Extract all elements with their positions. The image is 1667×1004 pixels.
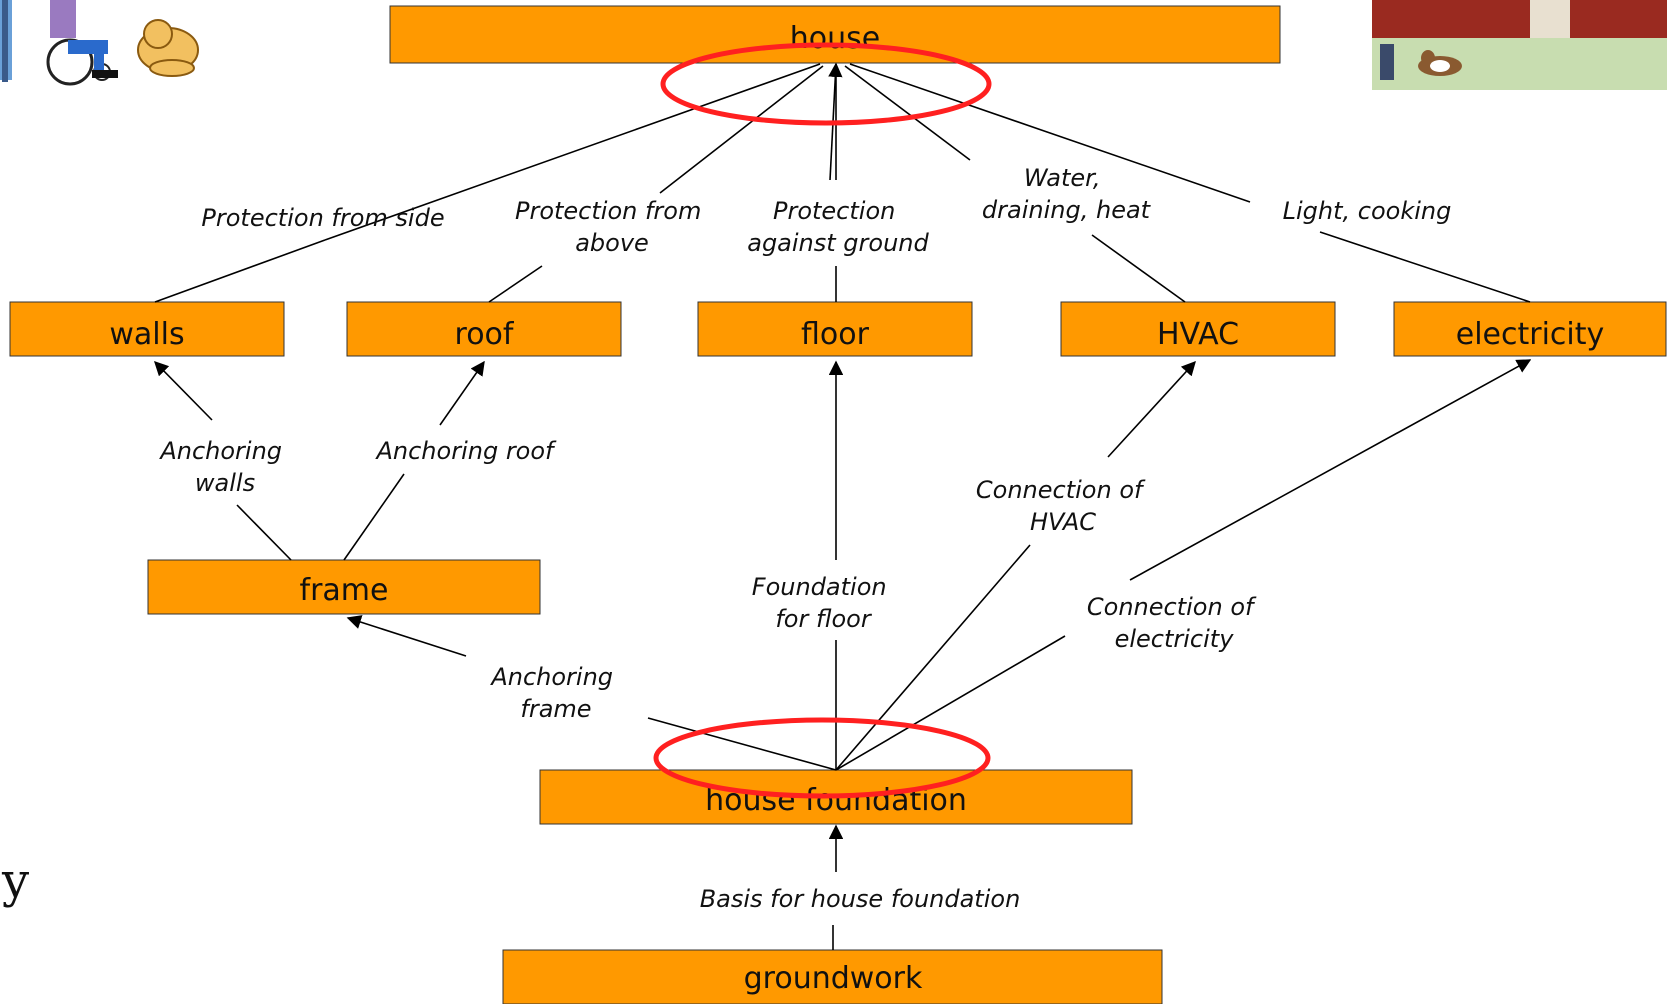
node-electricity: electricity xyxy=(1393,301,1667,357)
label-anchoring-walls: Anchoring walls xyxy=(158,437,289,497)
edge-line-lower xyxy=(835,544,1031,771)
label-connection-of-electricity: Connection of electricity xyxy=(1087,593,1261,653)
edge-line-lower xyxy=(835,635,1066,771)
edge-arrow xyxy=(153,360,213,421)
edge-line-lower xyxy=(343,473,405,561)
node-groundwork: groundwork xyxy=(502,949,1163,1004)
edge-line-lower xyxy=(1091,234,1186,303)
highlight-ellipse-top xyxy=(660,42,992,126)
node-floor: floor xyxy=(697,301,973,357)
edge-line-lower xyxy=(647,717,837,771)
label-protection-from-side: Protection from side xyxy=(201,204,444,232)
highlight-ellipse-bottom xyxy=(653,717,991,799)
edge-protection-from-above xyxy=(488,65,824,303)
edge-connection-of-electricity xyxy=(835,359,1532,771)
edge-light-cooking xyxy=(849,63,1531,303)
edge-basis-for-house-foundation xyxy=(828,824,844,950)
label-foundation-for-floor: Foundation for floor xyxy=(752,573,894,633)
node-groundwork-label: groundwork xyxy=(744,961,923,996)
edge-line-lower xyxy=(1319,231,1531,303)
node-walls-label: walls xyxy=(109,317,184,352)
label-connection-of-hvac: Connection of HVAC xyxy=(976,476,1150,536)
node-frame: frame xyxy=(147,559,541,615)
node-floor-label: floor xyxy=(801,317,870,352)
label-water-draining-heat: Water, draining, heat xyxy=(982,164,1152,224)
edge-anchoring-frame xyxy=(346,615,837,771)
node-frame-label: frame xyxy=(300,573,389,608)
label-light-cooking: Light, cooking xyxy=(1283,197,1452,225)
edge-connection-of-hvac xyxy=(835,360,1196,771)
node-roof: roof xyxy=(346,301,622,357)
edge-arrow xyxy=(1129,359,1532,581)
edge-anchoring-walls xyxy=(153,360,292,561)
label-basis-for-house-foundation: Basis for house foundation xyxy=(700,885,1021,913)
edge-line-lower xyxy=(154,239,326,303)
edge-arrow xyxy=(439,360,485,426)
label-anchoring-frame: Anchoring frame xyxy=(489,663,620,723)
edge-arrow xyxy=(346,615,467,657)
node-house-label: house xyxy=(790,21,880,56)
node-hvac-label: HVAC xyxy=(1157,317,1239,352)
label-protection-against-ground: Protection against ground xyxy=(747,197,929,257)
edge-water-draining-heat xyxy=(844,65,1186,303)
edge-line-lower xyxy=(488,265,543,303)
node-roof-label: roof xyxy=(455,317,515,352)
edge-line-upper xyxy=(324,63,821,241)
node-hvac: HVAC xyxy=(1060,301,1336,357)
edge-line-upper xyxy=(849,63,1251,203)
edge-line-upper xyxy=(844,65,971,161)
edge-protection-from-side xyxy=(154,63,821,303)
edge-arrow xyxy=(1107,360,1196,458)
label-protection-from-above: Protection from above xyxy=(515,197,709,257)
people-wheelchair-dog-illustration-icon xyxy=(0,0,199,86)
node-house: house xyxy=(389,5,1281,64)
node-electricity-label: electricity xyxy=(1456,317,1605,352)
edge-anchoring-roof xyxy=(343,360,485,561)
edge-line-lower xyxy=(236,504,292,561)
node-walls: walls xyxy=(9,301,285,357)
edge-line-upper xyxy=(659,65,824,194)
side-text: y xyxy=(1,853,29,909)
label-anchoring-roof: Anchoring roof xyxy=(374,437,557,465)
house-dog-illustration-icon xyxy=(1372,0,1667,90)
